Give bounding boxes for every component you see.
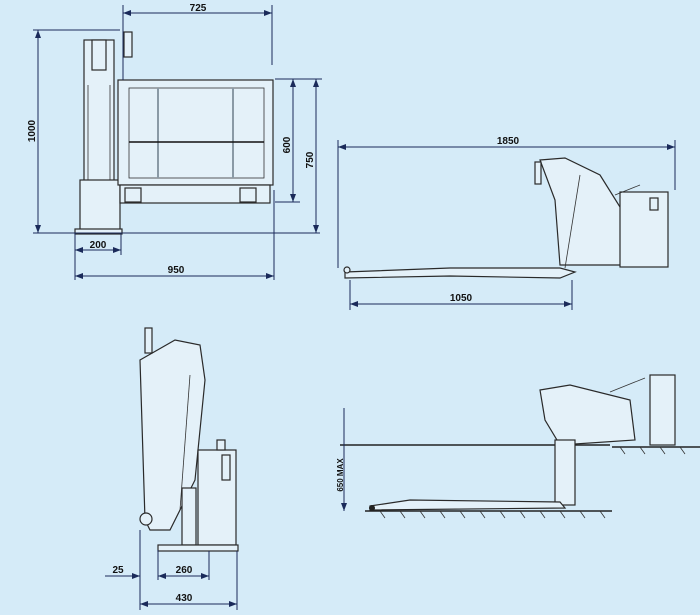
dim-25: 25 xyxy=(112,565,124,576)
dim-430: 430 xyxy=(176,593,193,604)
dim-725: 725 xyxy=(190,3,207,14)
side-folded-view: 25 260 430 xyxy=(105,327,239,610)
dim-950: 950 xyxy=(168,265,185,276)
dim-260: 260 xyxy=(176,565,193,576)
front-mast xyxy=(74,31,133,235)
dim-750: 750 xyxy=(305,151,316,168)
dim-1850: 1850 xyxy=(497,136,520,147)
front-view: 725 1000 600 750 200 950 xyxy=(27,3,322,280)
front-platform xyxy=(117,79,274,204)
dim-1050: 1050 xyxy=(450,293,473,304)
dim-650-max: 650 MAX xyxy=(336,458,345,492)
dim-200: 200 xyxy=(90,240,107,251)
dim-1000: 1000 xyxy=(27,119,38,142)
side-lowered-view: 650 MAX xyxy=(336,374,700,519)
dim-600: 600 xyxy=(282,136,293,153)
side-deployed-view: 1850 1050 xyxy=(337,136,676,310)
